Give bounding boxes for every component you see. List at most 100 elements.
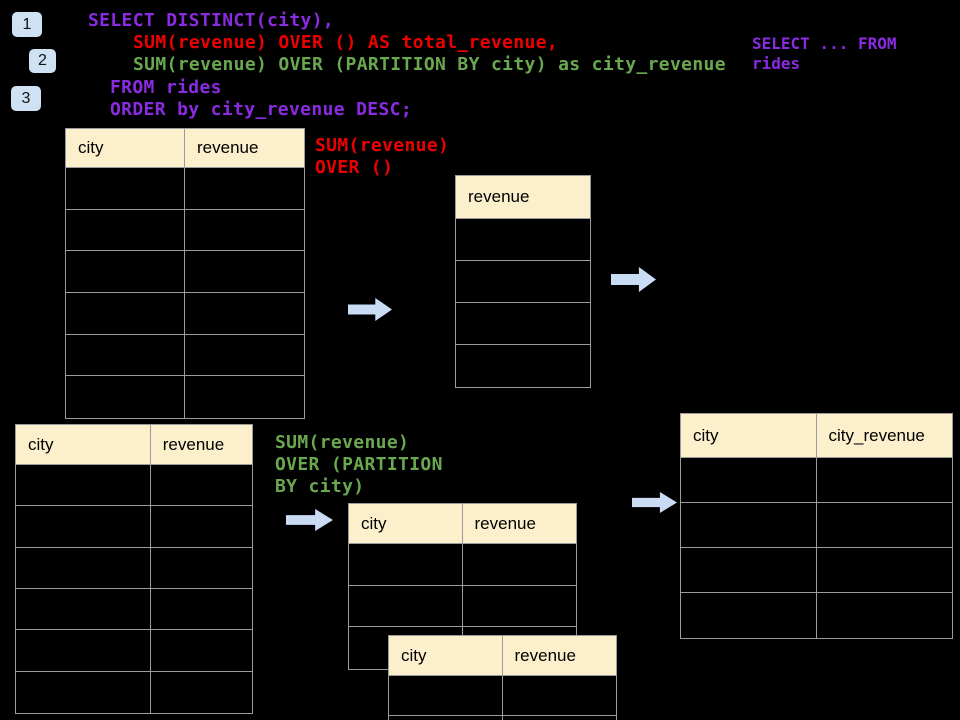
column-header-city_revenue: city_revenue bbox=[816, 414, 952, 458]
table-empty-cell bbox=[389, 716, 503, 720]
table-empty-row bbox=[66, 334, 304, 377]
column-header-revenue: revenue bbox=[150, 425, 252, 465]
table-empty-cell bbox=[16, 630, 151, 672]
annotation-line: rides bbox=[752, 54, 801, 73]
column-header-city: city bbox=[16, 425, 151, 465]
sql-code-line: SUM(revenue) OVER () AS total_revenue, bbox=[133, 32, 559, 53]
table-empty-cell bbox=[66, 251, 185, 293]
table-empty-cell bbox=[349, 585, 463, 628]
table-empty-cell bbox=[150, 589, 252, 631]
table-empty-cell bbox=[66, 209, 185, 252]
table-total-revenue-result: revenue bbox=[455, 175, 591, 388]
table-empty-row bbox=[66, 209, 304, 252]
column-header-city: city bbox=[349, 504, 463, 544]
table-empty-row bbox=[681, 548, 952, 593]
table-empty-cell bbox=[16, 465, 151, 507]
table-empty-row bbox=[456, 219, 590, 261]
table-empty-row bbox=[16, 465, 252, 507]
table-empty-cell bbox=[185, 293, 304, 335]
flow-arrow-right-4 bbox=[632, 492, 677, 513]
table-empty-row bbox=[681, 593, 952, 638]
table-empty-cell bbox=[816, 548, 952, 593]
table-empty-cell bbox=[503, 716, 617, 720]
column-header-revenue: revenue bbox=[185, 129, 304, 168]
annotation-line: SELECT ... FROM bbox=[752, 34, 897, 53]
table-empty-row bbox=[16, 547, 252, 589]
column-header-revenue: revenue bbox=[456, 176, 590, 219]
table-empty-row bbox=[349, 544, 576, 586]
table-empty-cell bbox=[185, 210, 304, 252]
sql-code-line: SUM(revenue) OVER (PARTITION BY city) as… bbox=[133, 54, 726, 75]
flow-arrow-right-1 bbox=[348, 298, 392, 321]
table-empty-cell bbox=[185, 335, 304, 377]
table-empty-cell bbox=[681, 548, 817, 593]
step-badge-2: 2 bbox=[29, 49, 56, 73]
table-empty-row bbox=[66, 251, 304, 293]
table-empty-cell bbox=[66, 334, 185, 377]
table-empty-cell bbox=[16, 506, 151, 548]
annotation-line: OVER () bbox=[315, 157, 394, 178]
table-empty-row bbox=[66, 168, 304, 210]
sql-code-line: SELECT DISTINCT(city), bbox=[88, 10, 335, 31]
table-empty-cell bbox=[185, 251, 304, 293]
table-empty-cell bbox=[456, 303, 590, 345]
table-empty-cell bbox=[66, 168, 185, 210]
table-empty-cell bbox=[185, 376, 304, 418]
annotation-line: BY city) bbox=[275, 476, 365, 497]
table-empty-cell bbox=[816, 503, 952, 548]
sql-code-line: ORDER by city_revenue DESC; bbox=[110, 99, 413, 120]
flow-arrow-right-2 bbox=[611, 267, 656, 292]
table-empty-row bbox=[681, 503, 952, 548]
step-badge-3: 3 bbox=[11, 86, 41, 111]
table-empty-row bbox=[66, 292, 304, 335]
column-header-city: city bbox=[66, 129, 185, 168]
table-empty-cell bbox=[502, 676, 616, 716]
table-empty-cell bbox=[185, 168, 304, 210]
table-empty-row bbox=[349, 585, 576, 628]
table-empty-row bbox=[456, 261, 590, 303]
table-empty-cell bbox=[456, 345, 590, 387]
table-empty-cell bbox=[150, 548, 252, 589]
table-empty-cell bbox=[456, 261, 590, 303]
table-empty-cell bbox=[16, 588, 151, 631]
column-header-revenue: revenue bbox=[462, 504, 576, 544]
table-empty-row bbox=[389, 676, 616, 716]
table-empty-row bbox=[16, 506, 252, 548]
table-empty-cell bbox=[462, 586, 576, 628]
column-header-city: city bbox=[389, 636, 503, 676]
table-empty-cell bbox=[16, 547, 151, 589]
table-empty-cell bbox=[16, 671, 151, 713]
table-empty-row bbox=[456, 345, 590, 387]
table-empty-cell bbox=[151, 672, 252, 713]
column-header-city: city bbox=[681, 414, 817, 458]
table-empty-row bbox=[456, 303, 590, 345]
table-empty-cell bbox=[681, 503, 817, 548]
table-empty-row bbox=[16, 630, 252, 672]
table-empty-cell bbox=[66, 292, 185, 335]
table-header-row: revenue bbox=[456, 176, 590, 219]
table-empty-row bbox=[681, 458, 952, 503]
table-empty-cell bbox=[150, 506, 252, 548]
annotation-line: SUM(revenue) bbox=[275, 432, 410, 453]
annotation-line: SUM(revenue) bbox=[315, 135, 450, 156]
table-empty-row bbox=[16, 671, 252, 713]
sql-code-line: FROM rides bbox=[110, 77, 222, 98]
step-badge-1: 1 bbox=[12, 12, 42, 37]
table-empty-cell bbox=[66, 376, 185, 418]
table-empty-cell bbox=[817, 593, 953, 638]
total-revenue-annotation: SUM(revenue)OVER () bbox=[315, 135, 449, 179]
table-empty-cell bbox=[349, 544, 463, 586]
flow-arrow-right-3 bbox=[286, 509, 333, 531]
